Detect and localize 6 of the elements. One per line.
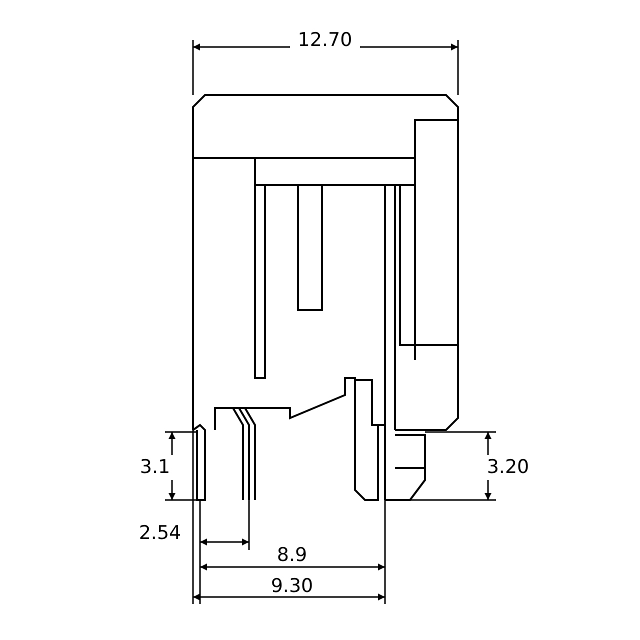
- dimension-value: 12.70: [298, 29, 352, 51]
- dimension-value: 2.54: [138, 522, 182, 544]
- dimension-value: 3.20: [486, 456, 530, 478]
- dimension-value: 9.30: [270, 575, 314, 597]
- dimension-value: 8.9: [276, 544, 308, 566]
- dimension-value: 3.1: [140, 456, 170, 478]
